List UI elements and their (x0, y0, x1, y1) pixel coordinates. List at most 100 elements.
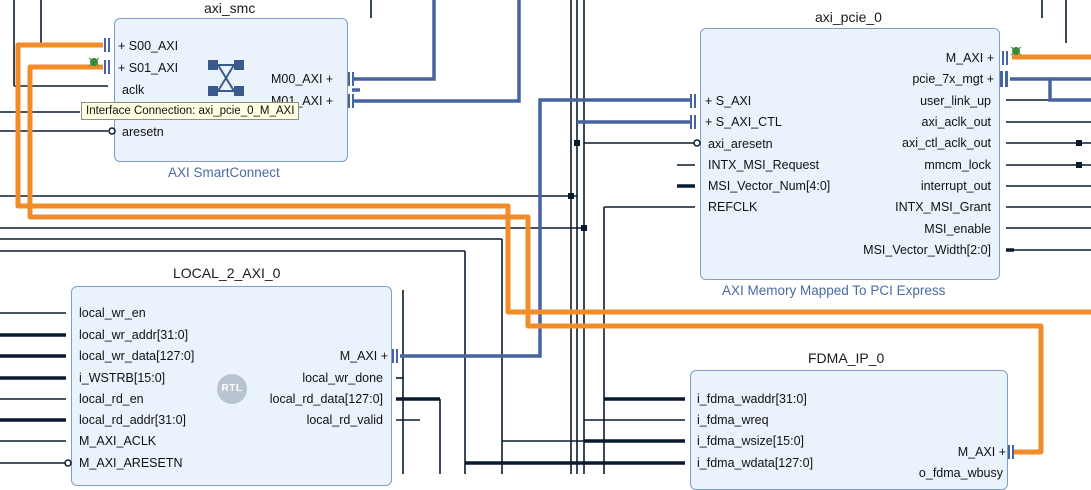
fdma-ip-block[interactable] (690, 370, 1008, 490)
port-label: M_AXI_ARESETN (79, 456, 183, 470)
port-local-rd-addr[interactable]: local_rd_addr[31:0] (79, 413, 186, 427)
port-local-wr-done[interactable]: local_wr_done (302, 371, 383, 385)
port-mmcm-lock[interactable]: mmcm_lock (924, 158, 991, 172)
interface-connector-icon[interactable] (348, 94, 360, 108)
interface-connector-icon[interactable] (348, 72, 360, 86)
interface-connector-icon[interactable] (690, 115, 702, 129)
port-label: pcie_7x_mgt (912, 72, 984, 86)
port-local-rd-valid[interactable]: local_rd_valid (307, 413, 383, 427)
axi-smc-title: axi_smc (204, 0, 256, 16)
port-label: local_rd_en (79, 392, 144, 406)
port-label: i_fdma_wsize[15:0] (697, 434, 805, 448)
port-pcie-m-axi[interactable]: M_AXI + (945, 51, 994, 65)
gt-connector-icon[interactable] (1000, 71, 1012, 87)
port-label: aresetn (122, 125, 164, 139)
port-i-fdma-wsize[interactable]: i_fdma_wsize[15:0] (697, 434, 804, 448)
port-pcie-7x-mgt[interactable]: pcie_7x_mgt + (912, 72, 994, 86)
port-s-axi[interactable]: + S_AXI (705, 94, 752, 108)
port-local-wr-data[interactable]: local_wr_data[127:0] (79, 349, 194, 363)
port-label: S01_AXI (128, 61, 179, 75)
port-aresetn[interactable]: aresetn (122, 125, 164, 139)
port-refclk[interactable]: REFCLK (708, 200, 757, 214)
port-label: local_wr_addr[31:0] (79, 328, 189, 342)
port-label: local_wr_en (79, 306, 146, 320)
port-local-wr-en[interactable]: local_wr_en (79, 306, 146, 320)
interface-connector-icon[interactable] (104, 60, 116, 74)
port-s00-axi[interactable]: + S00_AXI (118, 39, 179, 53)
crossbar-icon (208, 60, 244, 96)
port-i-wstrb[interactable]: i_WSTRB[15:0] (79, 371, 165, 385)
port-local-rd-en[interactable]: local_rd_en (79, 392, 144, 406)
interface-connector-icon[interactable] (392, 349, 404, 363)
port-local-wr-addr[interactable]: local_wr_addr[31:0] (79, 328, 188, 342)
port-label: REFCLK (708, 200, 758, 214)
port-label: local_wr_data[127:0] (79, 349, 195, 363)
axi-pcie-subtitle: AXI Memory Mapped To PCI Express (722, 283, 946, 298)
port-fdma-m-axi[interactable]: M_AXI + (957, 445, 1006, 459)
port-label: o_fdma_wbusy (918, 466, 1003, 480)
interface-connector-icon[interactable] (1008, 445, 1020, 459)
wires-layer (0, 0, 1091, 474)
port-local-rd-data[interactable]: local_rd_data[127:0] (270, 392, 383, 406)
port-label: axi_aresetn (708, 137, 773, 151)
port-interrupt-out[interactable]: interrupt_out (921, 179, 991, 193)
port-label: S_AXI_CTL (715, 115, 782, 129)
port-o-fdma-wbusy[interactable]: o_fdma_wbusy (919, 466, 1003, 480)
port-label: M_AXI (339, 349, 378, 363)
port-axi-aclk-out[interactable]: axi_aclk_out (922, 115, 992, 129)
port-label: M_AXI_ACLK (79, 434, 157, 448)
port-local-m-axi[interactable]: M_AXI + (339, 349, 388, 363)
axi-pcie-block[interactable] (700, 28, 1000, 280)
port-label: S_AXI (715, 94, 752, 108)
port-aclk[interactable]: aclk (122, 83, 144, 97)
port-label: local_rd_data[127:0] (269, 392, 383, 406)
port-i-fdma-wreq[interactable]: i_fdma_wreq (697, 413, 769, 427)
interface-connector-icon[interactable] (104, 38, 116, 52)
port-label: i_fdma_waddr[31:0] (697, 392, 807, 406)
port-m00-axi[interactable]: M00_AXI + (271, 72, 334, 86)
port-m-axi-aresetn[interactable]: M_AXI_ARESETN (79, 456, 183, 470)
port-intx-msi-grant[interactable]: INTX_MSI_Grant (895, 200, 991, 214)
port-label: INTX_MSI_Request (708, 158, 820, 172)
port-s-axi-ctl[interactable]: + S_AXI_CTL (705, 115, 782, 129)
port-label: MSI_Vector_Num[4:0] (708, 179, 831, 193)
fdma-ip-title: FDMA_IP_0 (808, 350, 885, 366)
debug-bug-icon (88, 57, 100, 67)
port-label: interrupt_out (920, 179, 991, 193)
port-label: S00_AXI (128, 39, 179, 53)
rtl-badge: RTL (217, 374, 247, 404)
port-label: local_rd_valid (306, 413, 383, 427)
port-intx-msi-request[interactable]: INTX_MSI_Request (708, 158, 819, 172)
port-label: i_fdma_wdata[127:0] (697, 456, 814, 470)
port-m-axi-aclk[interactable]: M_AXI_ACLK (79, 434, 156, 448)
port-label: mmcm_lock (924, 158, 991, 172)
debug-bug-icon (1010, 46, 1022, 56)
port-label: local_rd_addr[31:0] (79, 413, 187, 427)
port-msi-vector-width[interactable]: MSI_Vector_Width[2:0] (863, 243, 991, 257)
port-label: i_fdma_wreq (697, 413, 769, 427)
port-label: i_WSTRB[15:0] (79, 371, 166, 385)
port-i-fdma-waddr[interactable]: i_fdma_waddr[31:0] (697, 392, 807, 406)
port-label: axi_ctl_aclk_out (902, 136, 991, 150)
port-msi-vector-num[interactable]: MSI_Vector_Num[4:0] (708, 179, 830, 193)
reset-bubble-icon (693, 139, 701, 147)
port-axi-aresetn[interactable]: axi_aresetn (708, 137, 773, 151)
interface-connector-icon[interactable] (690, 94, 702, 108)
port-axi-ctl-aclk-out[interactable]: axi_ctl_aclk_out (902, 136, 991, 150)
port-label: MSI_enable (924, 222, 991, 236)
port-label: M_AXI (957, 445, 996, 459)
port-label: user_link_up (920, 94, 991, 108)
port-label: aclk (122, 83, 145, 97)
port-label: local_wr_done (302, 371, 383, 385)
local-2-axi-title: LOCAL_2_AXI_0 (173, 265, 281, 281)
port-s01-axi[interactable]: + S01_AXI (118, 61, 179, 75)
port-msi-enable[interactable]: MSI_enable (924, 222, 991, 236)
interface-connector-icon[interactable] (1002, 51, 1014, 65)
interface-connection-tooltip: Interface Connection: axi_pcie_0_M_AXI (81, 102, 300, 120)
port-user-link-up[interactable]: user_link_up (920, 94, 991, 108)
port-label: MSI_Vector_Width[2:0] (863, 243, 991, 257)
port-i-fdma-wdata[interactable]: i_fdma_wdata[127:0] (697, 456, 813, 470)
port-label: M_AXI (945, 51, 984, 65)
port-label: M00_AXI (271, 72, 323, 86)
